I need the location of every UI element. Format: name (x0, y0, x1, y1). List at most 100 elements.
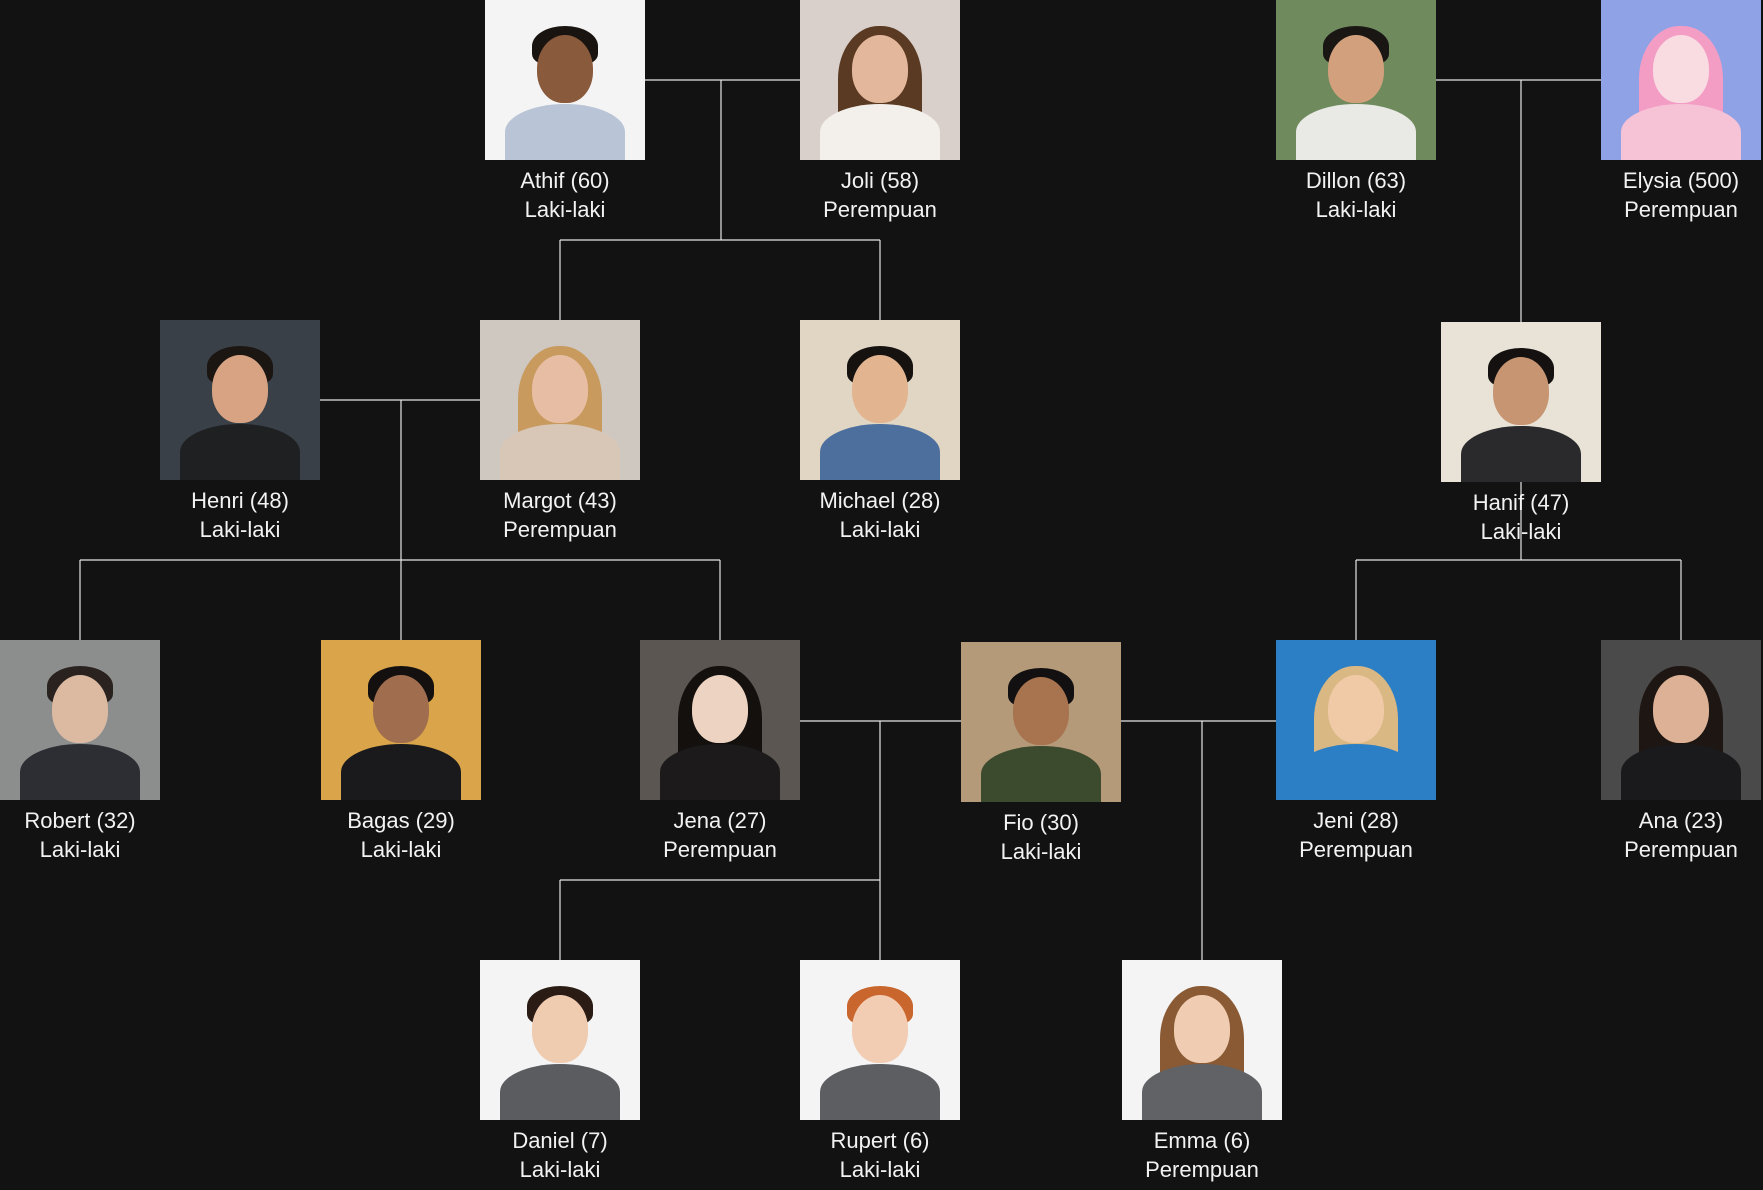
person-label: Michael (28) Laki-laki (760, 486, 1000, 544)
photo-head (852, 35, 908, 104)
person-gender: Perempuan (663, 837, 777, 862)
person-photo (961, 642, 1121, 802)
person-card-dillon[interactable]: Dillon (63) Laki-laki (1236, 0, 1476, 224)
photo-head (1653, 35, 1709, 104)
person-gender: Laki-laki (519, 1157, 601, 1182)
person-gender: Laki-laki (199, 517, 281, 542)
photo-body (1296, 104, 1416, 160)
person-gender: Laki-laki (839, 1157, 921, 1182)
person-name: Michael (28) (819, 488, 941, 513)
photo-head (1328, 35, 1384, 104)
photo-body (20, 744, 140, 800)
person-card-joli[interactable]: Joli (58) Perempuan (760, 0, 1000, 224)
person-photo (0, 640, 160, 800)
photo-head (537, 35, 593, 104)
person-label: Elysia (500)Perempuan (1561, 166, 1763, 224)
person-photo (1601, 640, 1761, 800)
person-gender: Perempuan (503, 517, 617, 542)
person-label: Henri (48)Laki-laki (120, 486, 360, 544)
person-card-hanif[interactable]: Hanif (47) Laki-laki (1401, 322, 1641, 546)
person-name: Hanif (47) (1472, 490, 1570, 515)
photo-head (852, 995, 908, 1064)
person-gender: Laki-laki (39, 837, 121, 862)
person-label: Jeni (28) Perempuan (1236, 806, 1476, 864)
person-gender: Laki-laki (839, 517, 921, 542)
photo-head (1174, 995, 1230, 1064)
person-photo (1601, 0, 1761, 160)
person-photo (160, 320, 320, 480)
person-label: Joli (58) Perempuan (760, 166, 1000, 224)
photo-body (820, 104, 940, 160)
photo-body (1142, 1064, 1262, 1120)
person-card-elysia[interactable]: Elysia (500)Perempuan (1561, 0, 1763, 224)
person-name: Dillon (63) (1305, 168, 1407, 193)
person-card-margot[interactable]: Margot (43) Perempuan (440, 320, 680, 544)
person-photo (1276, 0, 1436, 160)
person-photo (1276, 640, 1436, 800)
person-photo (480, 320, 640, 480)
person-card-ana[interactable]: Ana (23) Perempuan (1561, 640, 1763, 864)
person-label: Robert (32) Laki-laki (0, 806, 200, 864)
photo-body (180, 424, 300, 480)
photo-head (1013, 677, 1069, 746)
person-name: Emma (6) (1153, 1128, 1251, 1153)
photo-body (820, 1064, 940, 1120)
person-name: Jeni (28) (1313, 808, 1399, 833)
person-card-emma[interactable]: Emma (6) Perempuan (1082, 960, 1322, 1184)
person-card-robert[interactable]: Robert (32) Laki-laki (0, 640, 200, 864)
person-name: Margot (43) (503, 488, 617, 513)
person-gender: Laki-laki (1480, 519, 1562, 544)
person-card-athif[interactable]: Athif (60) Laki-laki (445, 0, 685, 224)
photo-head (532, 355, 588, 424)
photo-body (981, 746, 1101, 802)
person-name: Jena (27) (673, 808, 767, 833)
person-gender: Laki-laki (524, 197, 606, 222)
photo-head (212, 355, 268, 424)
person-name: Athif (60) (520, 168, 610, 193)
person-label: Hanif (47) Laki-laki (1401, 488, 1641, 546)
person-name: Ana (23) (1638, 808, 1724, 833)
person-name: Robert (32) (24, 808, 136, 833)
person-photo (640, 640, 800, 800)
person-gender: Perempuan (1624, 837, 1738, 862)
photo-head (373, 675, 429, 744)
person-photo (800, 0, 960, 160)
person-card-henri[interactable]: Henri (48)Laki-laki (120, 320, 360, 544)
person-label: Dillon (63) Laki-laki (1236, 166, 1476, 224)
photo-head (852, 355, 908, 424)
person-label: Ana (23) Perempuan (1561, 806, 1763, 864)
person-card-daniel[interactable]: Daniel (7) Laki-laki (440, 960, 680, 1184)
person-photo (1441, 322, 1601, 482)
photo-body (500, 424, 620, 480)
person-card-jena[interactable]: Jena (27) Perempuan (600, 640, 840, 864)
photo-body (341, 744, 461, 800)
person-card-fio[interactable]: Fio (30)Laki-laki (921, 642, 1161, 866)
photo-head (1493, 357, 1549, 426)
person-photo (480, 960, 640, 1120)
person-card-rupert[interactable]: Rupert (6)Laki-laki (760, 960, 1000, 1184)
photo-head (52, 675, 108, 744)
person-gender: Laki-laki (1315, 197, 1397, 222)
person-photo (1122, 960, 1282, 1120)
person-card-jeni[interactable]: Jeni (28) Perempuan (1236, 640, 1476, 864)
photo-body (820, 424, 940, 480)
photo-body (500, 1064, 620, 1120)
photo-body (1621, 744, 1741, 800)
person-name: Bagas (29) (347, 808, 455, 833)
person-gender: Perempuan (823, 197, 937, 222)
person-photo (485, 0, 645, 160)
person-label: Fio (30)Laki-laki (921, 808, 1161, 866)
person-gender: Perempuan (1299, 837, 1413, 862)
person-name: Daniel (7) (512, 1128, 608, 1153)
person-card-michael[interactable]: Michael (28) Laki-laki (760, 320, 1000, 544)
person-label: Rupert (6)Laki-laki (760, 1126, 1000, 1184)
person-label: Jena (27) Perempuan (600, 806, 840, 864)
person-label: Margot (43) Perempuan (440, 486, 680, 544)
person-name: Fio (30) (1003, 810, 1079, 835)
person-gender: Perempuan (1145, 1157, 1259, 1182)
person-name: Joli (58) (840, 168, 920, 193)
person-card-bagas[interactable]: Bagas (29)Laki-laki (281, 640, 521, 864)
person-gender: Perempuan (1624, 197, 1738, 222)
